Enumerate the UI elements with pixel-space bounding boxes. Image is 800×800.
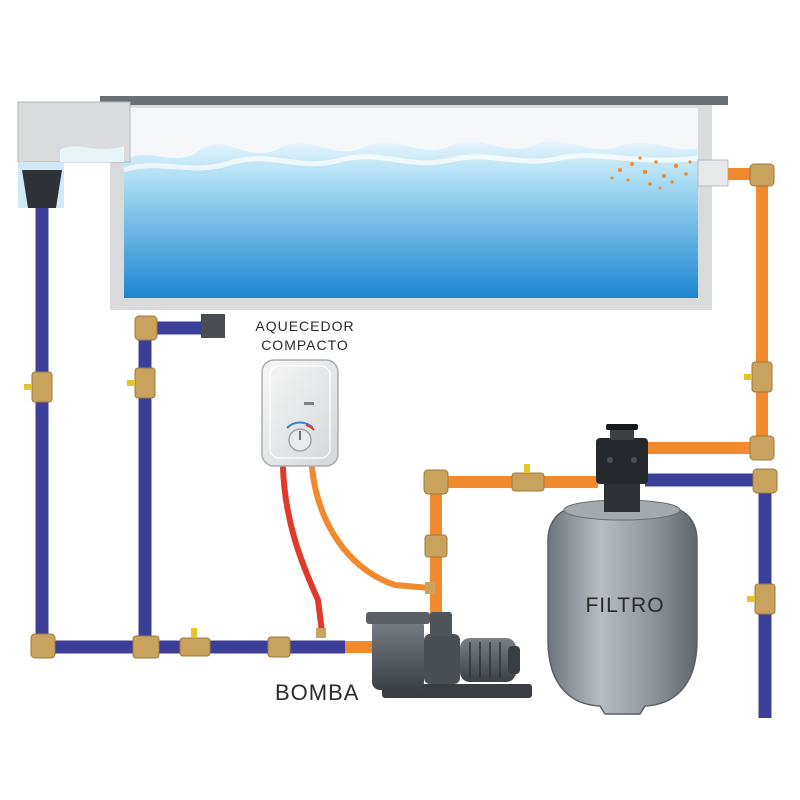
ball-valve-icon[interactable] [747,583,776,615]
pool-tank [100,96,729,310]
skimmer [17,101,131,208]
pool-pump [366,612,532,698]
pump-lid [366,612,430,624]
hose-fitting-cold [425,582,435,594]
compact-heater [261,359,339,467]
ball-valve-icon[interactable] [511,464,545,492]
return-inlet [697,159,729,187]
pump-outlet [430,612,452,636]
elbow-fitting [752,468,778,494]
ball-valve-icon[interactable] [179,628,211,657]
ball-valve-icon[interactable] [127,367,156,399]
water-surface-foam [123,153,699,173]
union-fitting [267,636,291,658]
elbow-fitting [749,163,775,187]
pipe-fittings [30,163,778,659]
skimmer-inflow [60,146,124,162]
pump-motor [460,638,516,682]
heater-cold-hose [309,465,433,591]
heater-label-line1: AQUECEDOR [255,318,354,334]
sand-filter [547,424,698,715]
union-fitting [424,534,448,558]
pump-label: BOMBA [275,680,359,705]
hose-fitting-hot [316,628,326,638]
heater-body [261,359,339,467]
elbow-fitting [134,315,158,341]
tee-fitting [132,635,160,659]
heater-hot-hose [280,465,325,635]
bottom-drain [201,314,225,338]
pool-water [124,141,698,298]
heater-label-line2: COMPACTO [261,337,349,353]
elbow-fitting [30,633,56,659]
ball-valve-icon[interactable] [24,371,53,403]
pump-housing [424,634,460,684]
pump-strainer-pot [372,618,424,690]
skimmer-basket [22,170,62,208]
elbow-fitting [423,469,449,495]
multiport-handle[interactable] [606,424,638,430]
filter-valve-body [604,480,640,512]
elbow-fitting [749,435,775,461]
filter-label: FILTRO [585,594,664,617]
filter-tank [547,509,698,715]
return-jet-bubbles [610,156,692,190]
ball-valve-icon[interactable] [744,361,773,393]
pool-deck-edge [100,96,728,105]
multiport-valve[interactable] [596,438,648,484]
